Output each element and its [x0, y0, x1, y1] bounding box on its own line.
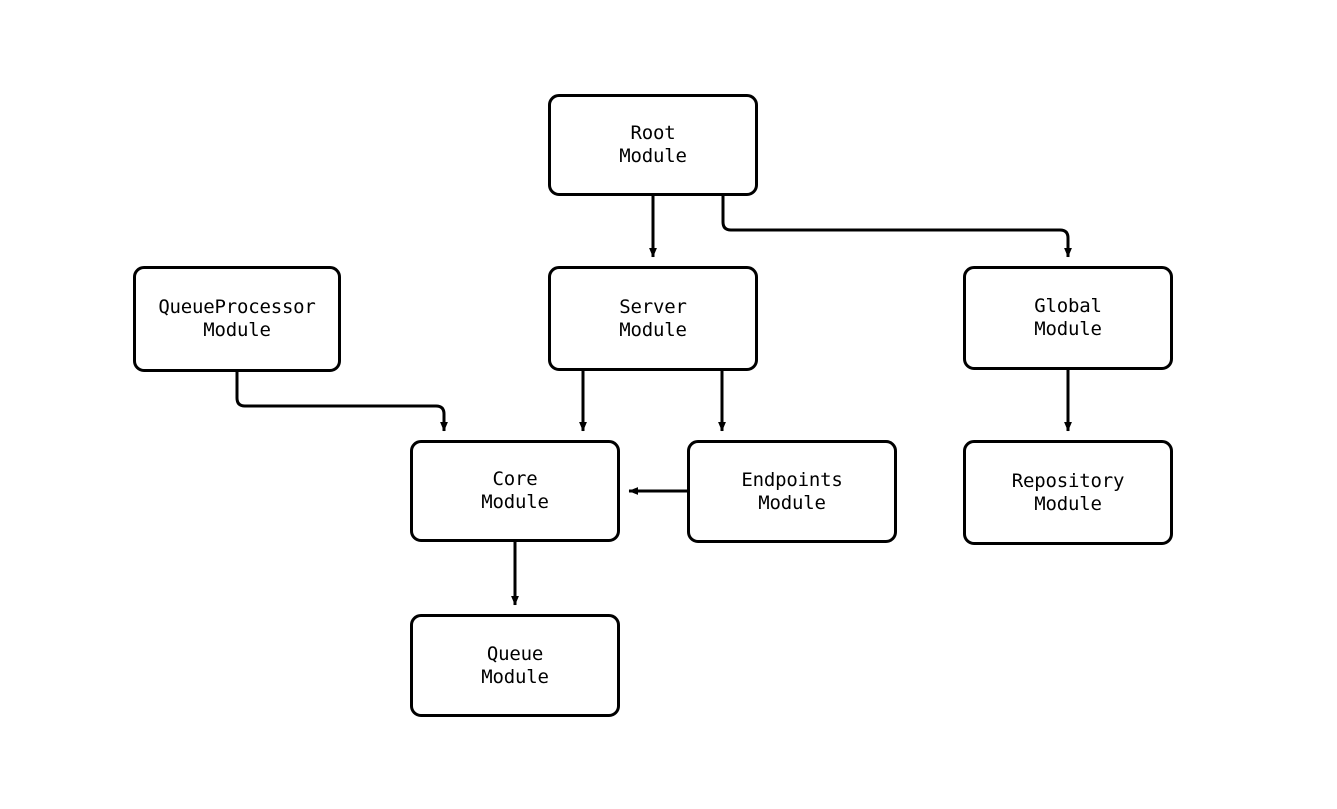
node-label-primary: Global — [1034, 295, 1102, 317]
node-label-primary: Repository — [1011, 469, 1125, 492]
node-label-secondary: Module — [1034, 318, 1102, 340]
edge-queueprocessor-to-core — [235, 372, 448, 432]
edge-root-to-global — [721, 196, 1072, 258]
node-label-primary: Root — [630, 122, 676, 144]
node-label-primary: Endpoints — [741, 468, 843, 491]
node-label-secondary: Module — [481, 491, 549, 513]
node-label-secondary: Module — [1034, 492, 1102, 515]
node-label-secondary: Module — [619, 145, 687, 167]
node-label-primary: Queue — [486, 642, 544, 665]
node-label-secondary: Module — [758, 491, 826, 514]
node-label-primary: Server — [619, 295, 687, 318]
node-label-secondary: Module — [619, 318, 687, 341]
node-label-primary: Core — [492, 468, 538, 490]
node-label-primary: QueueProcessor — [158, 296, 316, 318]
node-label-secondary: Module — [481, 665, 549, 688]
node-label-secondary: Module — [203, 319, 271, 341]
